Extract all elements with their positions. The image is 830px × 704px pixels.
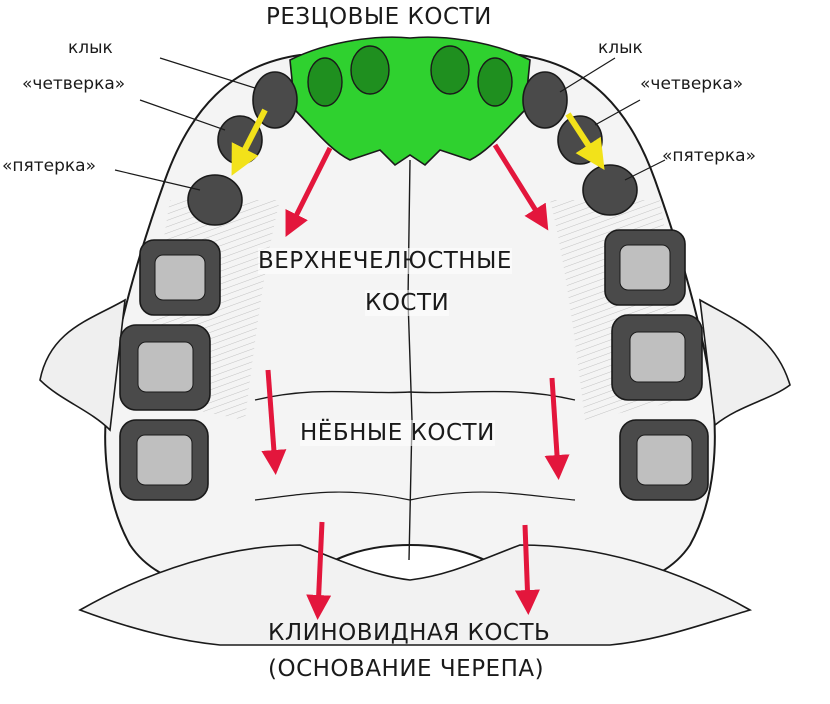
incisors [307, 45, 513, 107]
right-fifth-label: «пятерка» [662, 146, 756, 166]
transverse-suture [254, 390, 576, 401]
left-wing [39, 298, 126, 432]
left-fifth-label: «пятерка» [2, 156, 96, 176]
sphenoid-label-line2: (ОСНОВАНИЕ ЧЕРЕПА) [268, 656, 545, 682]
midline-suture [407, 159, 413, 561]
left-fourth-label: «четверка» [22, 74, 126, 94]
right-wing [699, 298, 791, 427]
palatine-edge [254, 491, 576, 501]
incisive-bones-label: РЕЗЦОВЫЕ КОСТИ [266, 4, 492, 30]
yellow-arrow-left [231, 108, 268, 176]
red-arrow-maxillary-left [285, 146, 333, 237]
left-teeth-inner [136, 254, 206, 486]
red-arrows [261, 143, 570, 620]
red-arrow-maxillary-right [492, 143, 549, 231]
palatine-label: НЁБНЫЕ КОСТИ [300, 420, 495, 446]
right-canine-label: клык [598, 38, 643, 58]
red-arrow-sphenoid-left [306, 521, 332, 620]
red-arrow-palatine-right [544, 377, 570, 480]
left-canine-label: клык [68, 38, 113, 58]
leader-lines [114, 57, 666, 191]
red-arrow-palatine-left [261, 369, 287, 475]
maxillary-label-line2: КОСТИ [365, 290, 450, 316]
maxillary-label-line1: ВЕРХНЕЧЕЛЮСТНЫЕ [258, 248, 512, 274]
red-arrow-sphenoid-right [514, 524, 540, 615]
sphenoid-label-line1: КЛИНОВИДНАЯ КОСТЬ [268, 620, 551, 646]
right-fourth-label: «четверка» [640, 74, 744, 94]
sphenoid-base [78, 544, 753, 646]
yellow-arrow-right [565, 112, 605, 171]
right-teeth-inner [619, 244, 693, 486]
